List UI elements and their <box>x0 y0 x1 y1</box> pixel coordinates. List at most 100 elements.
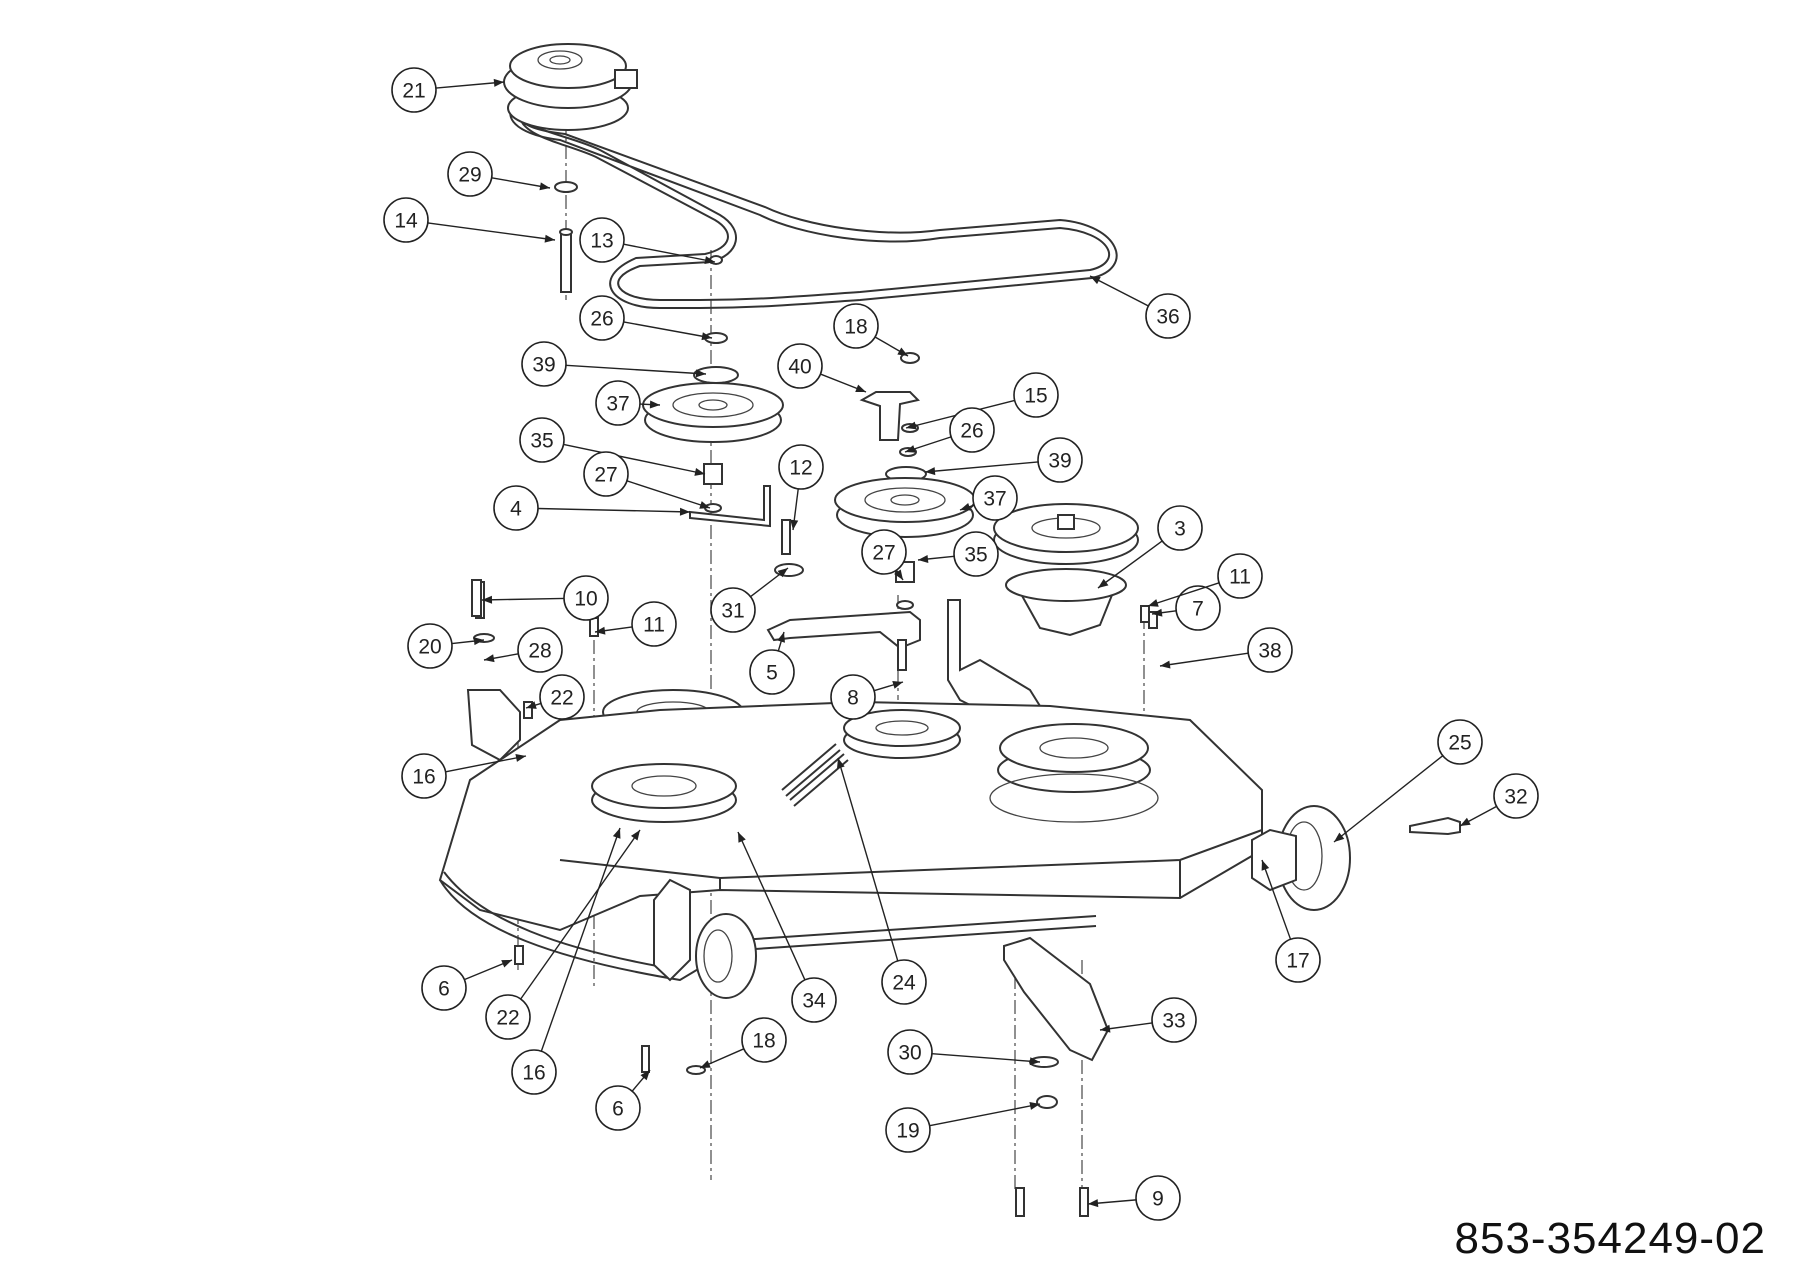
callout-leader <box>1089 275 1149 307</box>
callout-arrowhead <box>836 758 845 769</box>
callout-label: 3 <box>1174 518 1186 541</box>
callout-circle <box>511 1049 557 1095</box>
callout-circle <box>579 217 625 263</box>
callout-arrowhead <box>905 445 916 453</box>
callout-37: 37 <box>595 380 661 426</box>
callout-leader <box>1159 652 1249 667</box>
callout-circle <box>595 380 641 426</box>
callout-19: 19 <box>885 1102 1041 1153</box>
callout-circle <box>949 407 995 453</box>
callout-circle <box>1247 627 1293 673</box>
loose-hardware <box>471 579 1461 1217</box>
deck-pulleys <box>591 709 1159 823</box>
callout-circle <box>1013 372 1059 418</box>
callout-circle <box>953 531 999 577</box>
callout-label: 5 <box>766 662 778 685</box>
callout-circle <box>595 1085 641 1131</box>
callout-arrowhead <box>1460 817 1471 826</box>
callout-label: 6 <box>612 1098 624 1121</box>
callout-14: 14 <box>383 197 556 243</box>
callout-circle <box>539 674 585 720</box>
callout-label: 25 <box>1448 732 1471 755</box>
callout-39: 39 <box>924 437 1083 483</box>
callout-circle <box>579 295 625 341</box>
callout-arrowhead <box>1029 1057 1040 1066</box>
callout-leader <box>737 831 806 981</box>
callout-label: 27 <box>872 542 895 565</box>
callout-16: 16 <box>401 753 527 799</box>
callout-arrowhead <box>701 332 712 341</box>
callout-15: 15 <box>905 372 1059 430</box>
callout-28: 28 <box>483 627 563 673</box>
callout-18: 18 <box>833 303 909 357</box>
callout-label: 34 <box>802 990 826 1013</box>
callout-circle <box>1145 293 1191 339</box>
callout-label: 30 <box>898 1042 921 1065</box>
callout-circle <box>1437 719 1483 765</box>
callout-leader <box>565 364 707 375</box>
callout-40: 40 <box>777 343 867 393</box>
callout-circle <box>1151 997 1197 1043</box>
callout-leader <box>540 827 621 1052</box>
callout-arrowhead <box>473 637 484 646</box>
callout-arrowhead <box>918 554 929 563</box>
callout-circle <box>485 994 531 1040</box>
callout-leader <box>929 1103 1041 1127</box>
callout-11: 11 <box>1147 553 1263 607</box>
callout-label: 35 <box>964 544 987 567</box>
callout-arrowhead <box>630 830 640 841</box>
callout-arrowhead <box>1261 860 1270 871</box>
callout-label: 13 <box>590 230 613 253</box>
callout-leader <box>924 461 1039 473</box>
callout-leader <box>520 829 641 1000</box>
callout-leader <box>563 443 706 475</box>
callout-circle <box>710 587 756 633</box>
callout-circle <box>1157 505 1203 551</box>
callout-arrowhead <box>493 78 504 87</box>
callout-13: 13 <box>579 217 716 265</box>
callout-20: 20 <box>407 623 485 669</box>
callout-label: 14 <box>394 210 418 233</box>
callout-label: 19 <box>896 1120 919 1143</box>
callout-circle <box>563 575 609 621</box>
callout-35: 35 <box>519 417 706 476</box>
callout-arrowhead <box>539 182 550 191</box>
callout-label: 11 <box>1229 566 1251 589</box>
callout-leader <box>623 243 716 263</box>
callout-39: 39 <box>521 341 707 387</box>
callout-arrowhead <box>1100 1024 1111 1033</box>
callout-arrowhead <box>679 507 690 516</box>
callout-label: 36 <box>1156 306 1179 329</box>
callout-arrowhead <box>1148 599 1159 607</box>
callout-17: 17 <box>1261 859 1321 983</box>
callout-26: 26 <box>579 295 713 341</box>
callout-11: 11 <box>594 601 677 647</box>
callout-arrowhead <box>694 468 705 476</box>
callout-circle <box>391 67 437 113</box>
callout-arrowhead <box>1334 832 1345 842</box>
callout-label: 8 <box>847 687 859 710</box>
callout-circle <box>741 1017 787 1063</box>
callout-arrowhead <box>515 753 526 762</box>
callout-label: 38 <box>1258 640 1281 663</box>
callout-circle <box>1275 937 1321 983</box>
callout-6: 6 <box>421 959 513 1011</box>
callout-arrowhead <box>1029 1102 1040 1110</box>
callout-31: 31 <box>710 567 789 633</box>
callout-leader <box>537 507 691 513</box>
callout-arrowhead <box>960 502 971 511</box>
callout-circle <box>519 417 565 463</box>
callout-label: 26 <box>590 308 613 331</box>
callout-circle <box>861 529 907 575</box>
callout-22: 22 <box>525 674 585 720</box>
callout-circle <box>778 444 824 490</box>
callout-5: 5 <box>749 631 795 695</box>
callout-arrowhead <box>501 960 512 968</box>
callout-arrowhead <box>640 1070 650 1081</box>
anti-scalp-assembly <box>1003 936 1110 1109</box>
callout-arrowhead <box>704 256 715 265</box>
callout-38: 38 <box>1159 627 1293 673</box>
callout-label: 15 <box>1024 385 1047 408</box>
callout-label: 16 <box>522 1062 545 1085</box>
callout-leader <box>427 222 556 241</box>
